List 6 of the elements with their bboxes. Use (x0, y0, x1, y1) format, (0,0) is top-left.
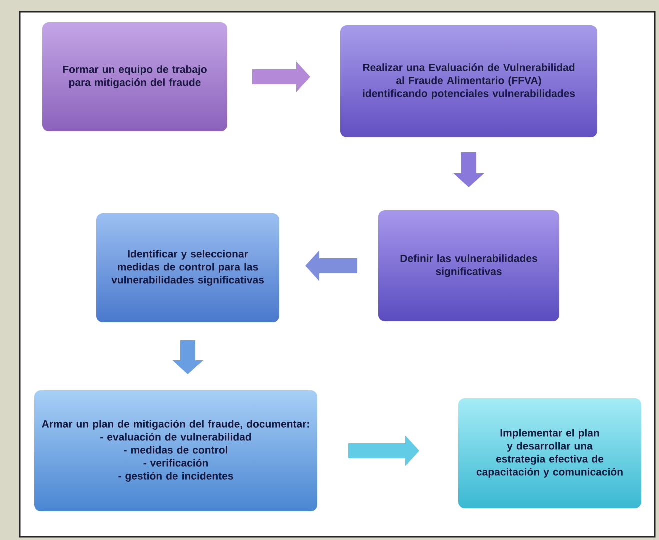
process-box: Armar un plan de mitigación del fraude, documentar: - evaluación de vulnerabilidad - medidas de control - verificación - gestión de incidentes (34, 389, 318, 512)
process-box: Implementar el plan y desarrollar una estrategia efectiva de capacitación y comunicación (458, 397, 642, 510)
process-box: Identificar y seleccionar medidas de control para las vulnerabilidades significativas (96, 212, 280, 324)
process-box: Definir las vulnerabilidades significativas (378, 209, 560, 322)
process-box: Realizar una Evaluación de Vulnerabilidad al Fraude Alimentario (FFVA) identificando potenciales vulnerabilidades (340, 24, 598, 138)
process-box: Formar un equipo de trabajo para mitigación del fraude (42, 22, 228, 132)
